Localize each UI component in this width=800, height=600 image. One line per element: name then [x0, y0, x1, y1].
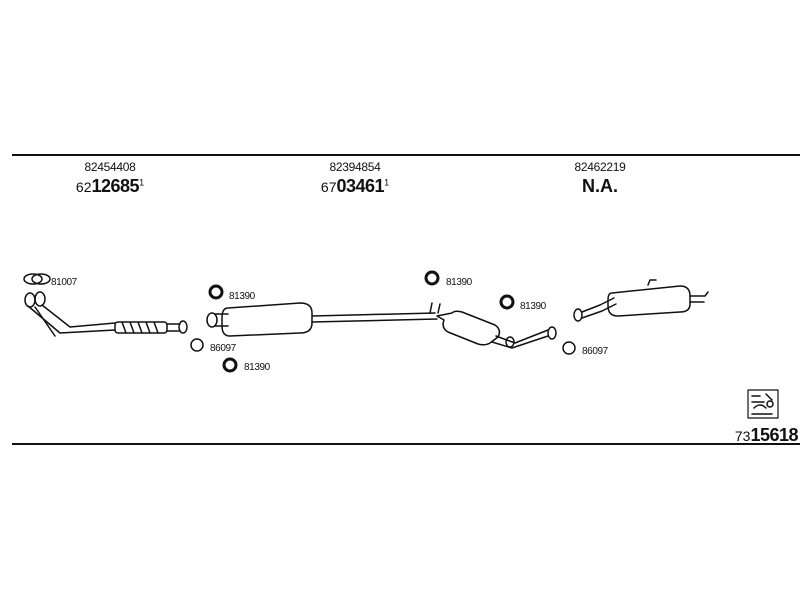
kit-main: 15618: [750, 425, 798, 445]
label-gasket-middle-lower: 81390: [244, 362, 270, 373]
label-seal-rear: 86097: [582, 346, 608, 357]
part-prefix: 62: [75, 179, 92, 195]
oe-number-rear-muffler: 82462219: [574, 160, 626, 174]
label-seal-middle-front: 86097: [210, 343, 236, 354]
front-downpipe: [24, 291, 188, 337]
part-main: 12685: [91, 176, 140, 196]
part-main: 03461: [336, 176, 385, 196]
mounting-kit-icon: [747, 389, 779, 419]
part-prefix: 67: [320, 179, 337, 195]
clamp-icon: [23, 273, 51, 285]
rear-muffler: [573, 279, 709, 322]
part-note: 1: [384, 177, 390, 188]
label-gasket-rear-front: 81390: [520, 301, 546, 312]
part-note: 1: [139, 177, 145, 188]
label-clamp: 81007: [51, 277, 77, 288]
oe-number-middle-muffler: 82394854: [329, 160, 381, 174]
gasket-ring-icon: [190, 270, 576, 373]
part-number-front-pipe[interactable]: 62126851: [30, 176, 190, 197]
top-rule: [12, 154, 800, 156]
middle-muffler: [206, 302, 557, 349]
label-gasket-middle-front: 81390: [229, 291, 255, 302]
kit-prefix: 73: [734, 428, 751, 444]
oe-number-front-pipe: 82454408: [84, 160, 136, 174]
bottom-rule: [12, 443, 800, 445]
part-not-available: N.A.: [582, 176, 618, 196]
kit-part-number[interactable]: 7315618: [734, 425, 799, 446]
part-number-middle-muffler[interactable]: 67034611: [275, 176, 435, 197]
label-gasket-middle-rear: 81390: [446, 277, 472, 288]
